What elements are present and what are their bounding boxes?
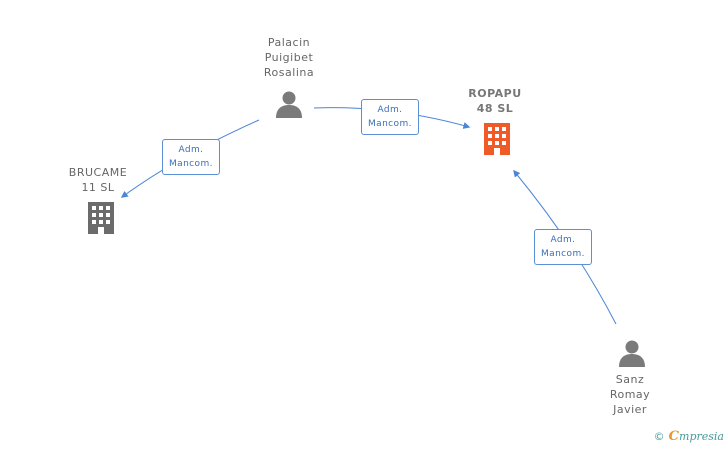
edge-label-sanz-ropapu[interactable]: Adm. Mancom. — [534, 229, 592, 265]
edge-label-line-2: Mancom. — [169, 159, 213, 169]
node-ropapu-label[interactable]: ROPAPU 48 SL — [445, 86, 545, 116]
node-brucame-label[interactable]: BRUCAME 11 SL — [48, 165, 148, 195]
building-icon-highlighted[interactable] — [481, 121, 513, 157]
edge-label-line-1: Adm. — [178, 145, 204, 155]
building-icon[interactable] — [85, 200, 117, 236]
edge-label-palacin-brucame[interactable]: Adm. Mancom. — [162, 139, 220, 175]
node-brucame-line-2: 11 SL — [81, 181, 115, 194]
edge-label-line-1: Adm. — [377, 105, 403, 115]
node-brucame-line-1: BRUCAME — [68, 166, 128, 179]
node-sanz-label[interactable]: Sanz Romay Javier — [580, 372, 680, 417]
person-icon[interactable] — [617, 338, 647, 368]
node-palacin-line-1: Palacin — [267, 36, 311, 49]
edge-label-line-1: Adm. — [550, 235, 576, 245]
node-palacin-line-2: Puigibet — [264, 51, 314, 64]
brand-name: mpresia — [679, 430, 724, 443]
edge-label-palacin-ropapu[interactable]: Adm. Mancom. — [361, 99, 419, 135]
edge-label-line-2: Mancom. — [541, 249, 585, 259]
copyright-symbol: © — [653, 430, 665, 443]
brand-logo-e: C — [668, 429, 680, 444]
node-palacin-line-3: Rosalina — [263, 66, 315, 79]
edge-label-line-2: Mancom. — [368, 119, 412, 129]
node-palacin-label[interactable]: Palacin Puigibet Rosalina — [239, 35, 339, 80]
node-sanz-line-2: Romay — [609, 388, 651, 401]
node-ropapu-line-2: 48 SL — [476, 102, 514, 115]
node-sanz-line-3: Javier — [613, 403, 647, 416]
person-icon[interactable] — [274, 89, 304, 119]
node-sanz-line-1: Sanz — [615, 373, 645, 386]
node-ropapu-line-1: ROPAPU — [468, 87, 522, 100]
brand-watermark: ©Cmpresia — [654, 429, 724, 444]
